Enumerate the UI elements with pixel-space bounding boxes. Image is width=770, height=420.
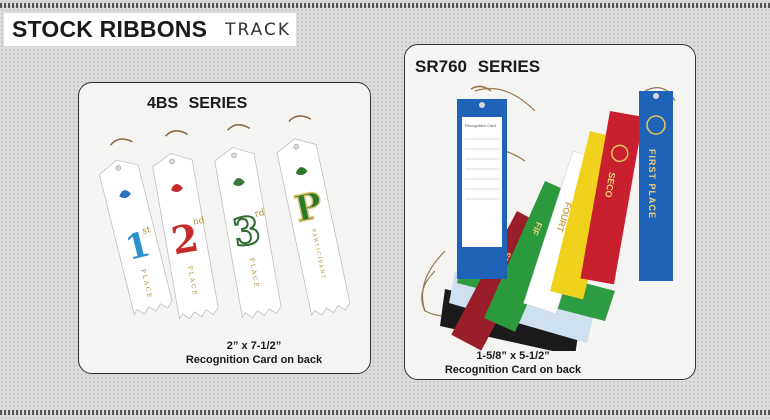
ribbon-second: SECO [580, 110, 644, 285]
ribbon-1st-place: 1 st PLACE [98, 138, 173, 316]
ribbon-2nd-place: 2 nd PLACE [152, 130, 219, 320]
ribbon-card-back: Recognition Card [457, 85, 507, 279]
ribbon-suffix: st [141, 225, 152, 237]
bottom-dotted-border [0, 410, 770, 415]
svg-text:SECO: SECO [603, 171, 617, 198]
size-caption: 2” x 7-1/2” Recognition Card on back [179, 339, 329, 367]
page-title: STOCK RIBBONS [12, 16, 208, 42]
ribbon-size: 1-5/8” x 5-1/2” [476, 350, 550, 362]
series-title: 4BS SERIES [147, 95, 248, 112]
product-card-4bs: 4BS SERIES 1 st PLACE 2 nd PLACE [78, 82, 371, 374]
page-subtitle: TRACK [225, 19, 291, 40]
4bs-ribbons-photo: 1 st PLACE 2 nd PLACE 3 rd PLACE [98, 115, 351, 320]
sr760-ribbons-photo: SIX FIF FOURT SECO FIRST PLACE [421, 85, 676, 351]
ribbon-3rd-place: 3 rd PLACE [214, 124, 282, 319]
ribbon-suffix: rd [254, 208, 266, 220]
page-header: STOCK RIBBONS TRACK [4, 13, 296, 46]
series-title: SR760 SERIES [415, 57, 541, 76]
svg-text:Recognition Card: Recognition Card [465, 123, 496, 128]
recognition-card-note: Recognition Card on back [444, 364, 582, 376]
product-card-sr760: SR760 SERIES SIX FIF [404, 44, 696, 380]
recognition-card-note: Recognition Card on back [185, 354, 323, 366]
ribbon-first: FIRST PLACE [639, 91, 673, 281]
ribbon-participant: P PARTICIPANT [276, 115, 351, 317]
top-dotted-border [0, 3, 770, 8]
svg-text:FIRST PLACE: FIRST PLACE [647, 149, 657, 219]
size-caption: 1-5/8” x 5-1/2” Recognition Card on back [423, 349, 603, 377]
ribbon-suffix: nd [192, 216, 205, 228]
ribbon-size: 2” x 7-1/2” [226, 340, 282, 352]
